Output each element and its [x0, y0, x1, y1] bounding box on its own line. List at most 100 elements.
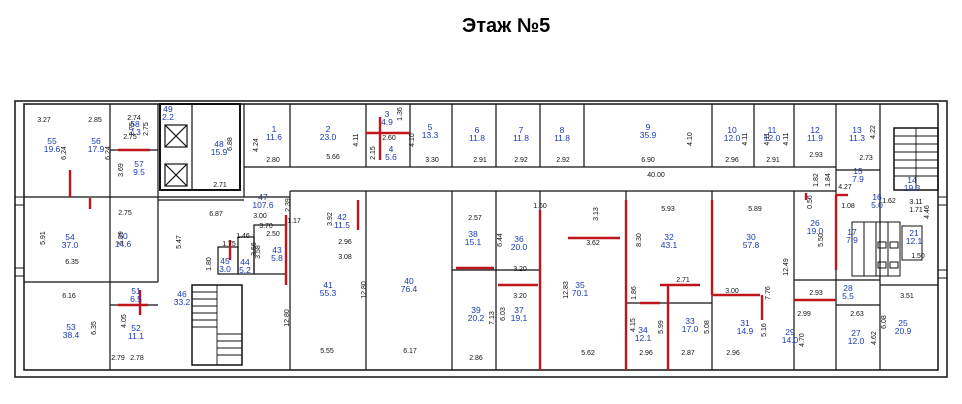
dimension-label: 1.84: [825, 173, 832, 187]
room-number: 4: [389, 144, 394, 154]
dimension-label: 4.05: [121, 314, 128, 328]
room-area: 6.5: [130, 294, 142, 304]
room-area: 5.0: [871, 200, 883, 210]
room-number: 9: [646, 122, 651, 132]
dimension-label: 3.27: [37, 117, 51, 124]
room-area: 107.6: [252, 200, 274, 210]
room-area: 20.2: [468, 313, 485, 323]
dimension-label: 3.00: [253, 213, 267, 220]
room-number: 56: [91, 136, 101, 146]
room-number: 38: [468, 229, 478, 239]
window-marks: [15, 196, 947, 279]
left-red-walls: [88, 198, 148, 315]
room-number: 11: [768, 125, 777, 135]
dimension-label: 5.66: [326, 154, 340, 161]
room-number: 31: [740, 318, 750, 328]
dimension-label: 2.96: [338, 239, 352, 246]
dimension-label: 1.75: [222, 241, 236, 248]
room-number: 17: [847, 227, 857, 237]
dimension-label: 2.75: [129, 122, 136, 136]
dimension-label: 5.16: [761, 323, 768, 337]
room-area: 33.2: [174, 297, 191, 307]
dimension-label: 2.99: [797, 311, 811, 318]
room-area: 55.3: [320, 288, 337, 298]
room-area: 19.0: [807, 226, 824, 236]
dimension-label: 5.39: [118, 231, 125, 245]
room-number: 52: [131, 323, 141, 333]
dimension-label: 2.71: [676, 277, 690, 284]
room-number: 25: [898, 318, 908, 328]
dimension-label: 4.70: [799, 333, 806, 347]
dimension-label: 1.60: [533, 203, 547, 210]
dimension-label: 3.62: [586, 240, 600, 247]
dimension-label: 6.08: [881, 315, 888, 329]
dimension-label: 4.10: [687, 132, 694, 146]
dimension-label: 1.62: [882, 198, 896, 205]
dimension-label: 2.73: [859, 155, 873, 162]
dimension-label: 3.58: [255, 245, 262, 259]
room-number: 47: [258, 192, 268, 202]
room-number: 58: [130, 119, 140, 129]
dimension-label: 2.93: [809, 290, 823, 297]
room-number: 44: [240, 257, 250, 267]
dimension-label: 2.63: [850, 311, 864, 318]
dimension-label: 5.62: [581, 350, 595, 357]
room-number: 27: [851, 328, 861, 338]
room-area: 12.1: [906, 236, 923, 246]
dimension-label: 6.44: [497, 233, 504, 247]
dimension-label: 2.80: [266, 157, 280, 164]
room-area: 17.9: [88, 144, 105, 154]
dimension-label: 2.92: [556, 157, 570, 164]
room-area: 37.0: [62, 240, 79, 250]
dimension-label: 5.08: [704, 320, 711, 334]
dimension-label: 2.91: [473, 157, 487, 164]
dimension-label: 2.15: [370, 146, 377, 160]
dimension-label: 2.75: [118, 210, 132, 217]
dimension-label: 3.30: [425, 157, 439, 164]
dimension-label: 2.71: [213, 182, 227, 189]
hall-red-walls: [228, 215, 288, 285]
dimension-label: 4.46: [924, 205, 931, 219]
dimension-label: 4.62: [871, 331, 878, 345]
dimension-label: 6.35: [65, 259, 79, 266]
room-area: 11.9: [807, 133, 823, 143]
dimension-label: 4.10: [409, 133, 416, 147]
dimension-label: 3.08: [338, 254, 352, 261]
room-number: 12: [810, 125, 820, 135]
room-number: 36: [514, 234, 524, 244]
room-number: 16: [872, 192, 882, 202]
dimension-label: 6.87: [209, 211, 223, 218]
room-area: 12.0: [724, 133, 741, 143]
room-number: 34: [638, 325, 648, 335]
right-stair: [893, 127, 939, 191]
room-area: 7.9: [846, 235, 858, 245]
dimension-label: 7.76: [765, 286, 772, 300]
dimension-label: 4.24: [253, 138, 260, 152]
dimension-label: 6.24: [105, 146, 112, 160]
room-number: 5: [428, 122, 433, 132]
dimension-label: 4.11: [353, 133, 360, 146]
dimension-label: 3.69: [118, 163, 125, 177]
dimension-label: 2.75: [143, 122, 150, 136]
room-number: 30: [746, 232, 756, 242]
room-area: 35.9: [640, 130, 657, 140]
room-area: 5.6: [385, 152, 397, 162]
dimension-label: 12.49: [783, 258, 790, 276]
dimension-label: 1.71: [909, 207, 923, 214]
dimension-label: 8.30: [636, 233, 643, 247]
room-number: 43: [272, 245, 282, 255]
room-area: 5.2: [239, 265, 251, 275]
room-area: 11.8: [513, 133, 529, 143]
dimension-label: 2.60: [382, 135, 396, 142]
elevator-block: [159, 103, 241, 191]
dimension-label: 1.80: [206, 257, 213, 271]
room-number: 3: [385, 109, 390, 119]
dimension-label: 5.89: [748, 206, 762, 213]
dimension-label: 6.24: [61, 146, 68, 160]
corridor: [24, 166, 836, 198]
building-inner-outline: [23, 103, 939, 371]
room-number: 51: [131, 286, 141, 296]
room-area: 15.1: [465, 237, 482, 247]
